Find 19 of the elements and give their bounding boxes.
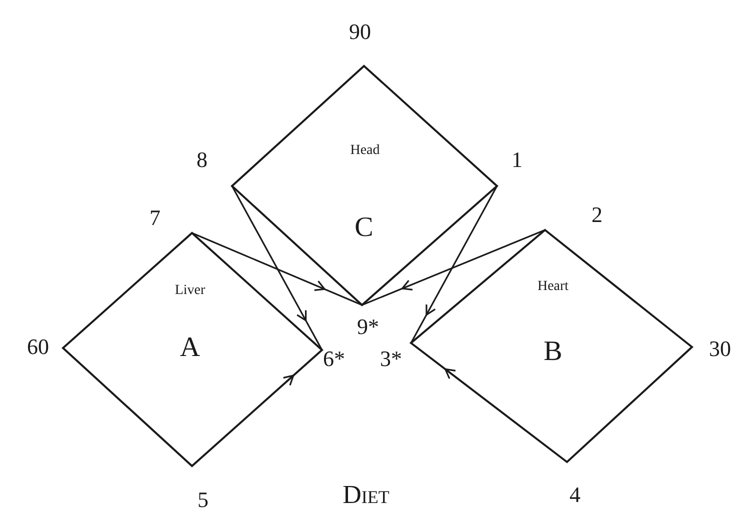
corner-number: 90 bbox=[349, 21, 371, 43]
node-letter: B bbox=[544, 338, 562, 366]
node-title: Heart bbox=[537, 280, 569, 294]
corner-number: 30 bbox=[709, 338, 731, 360]
corner-number: 2 bbox=[592, 204, 602, 226]
corner-number: 5 bbox=[198, 489, 208, 511]
corner-number: 60 bbox=[27, 336, 49, 358]
corner-number: 4 bbox=[570, 484, 580, 506]
node-title: Liver bbox=[174, 284, 206, 298]
diagram-title: Diet bbox=[342, 482, 390, 508]
node-letter: A bbox=[180, 334, 200, 362]
corner-number: 6* bbox=[323, 348, 345, 370]
corner-number: 3* bbox=[380, 348, 402, 370]
corner-number: 8 bbox=[196, 149, 208, 171]
corner-number: 7 bbox=[150, 207, 160, 229]
node-letter: C bbox=[354, 214, 374, 242]
node-title: Head bbox=[350, 144, 380, 158]
corner-number: 9* bbox=[357, 316, 379, 338]
corner-number: 1 bbox=[512, 149, 522, 171]
